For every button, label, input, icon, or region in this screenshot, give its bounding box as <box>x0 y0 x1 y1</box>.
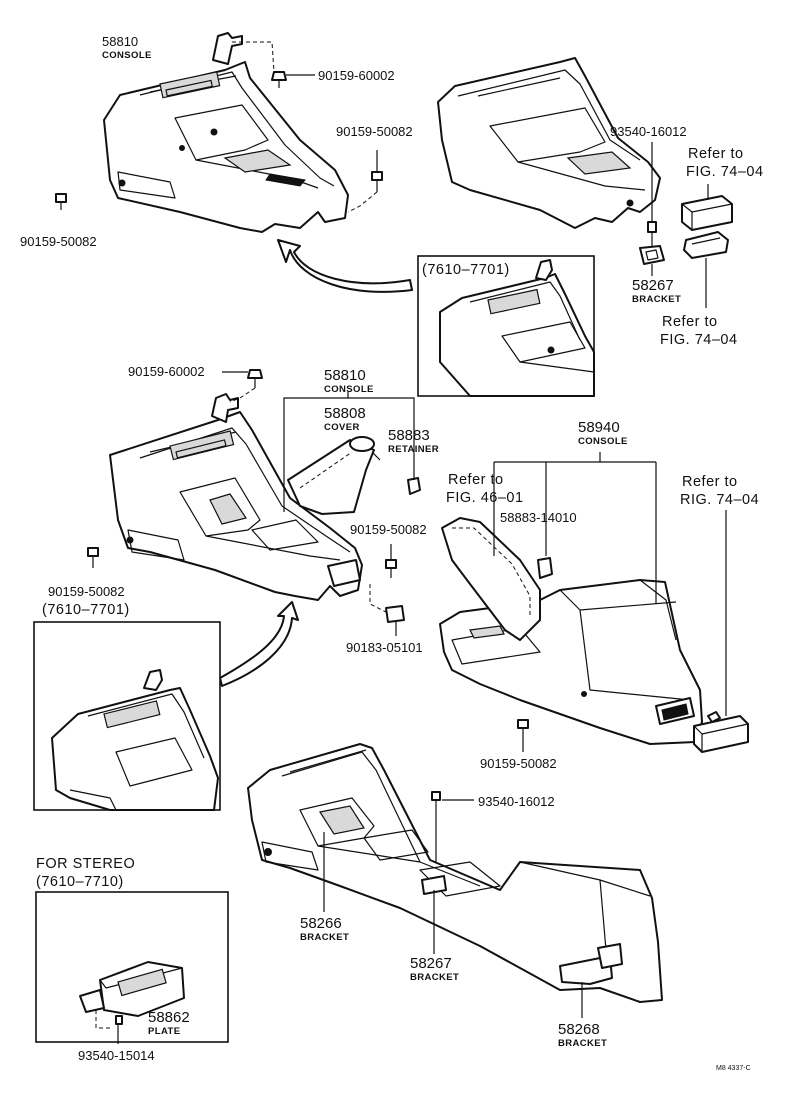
label-screw-90159-60002-a: 90159-60002 <box>318 68 395 83</box>
label-screw-90159-60002-b: 90159-60002 <box>128 364 205 379</box>
shift-boot-58808 <box>287 436 381 515</box>
label-bolt-93540-16012-a: 93540-16012 <box>610 124 687 139</box>
screw-90159-50082-d <box>385 544 397 578</box>
label-retainer-pn: 58883 <box>388 427 430 444</box>
label-refer-rig-2: RIG. 74–04 <box>680 492 759 508</box>
drawing-code: M8 4337-C <box>716 1065 751 1072</box>
screw-90159-60002-b <box>222 369 263 403</box>
label-bracket-58267-a-pn: 58267 <box>632 277 674 294</box>
label-bracket-58268-nm: BRACKET <box>558 1038 607 1049</box>
screw-90159-50082-a <box>347 150 383 213</box>
nut-90183-05101 <box>369 584 405 636</box>
label-refer-rig-1: Refer to <box>682 474 738 490</box>
screw-90159-50082-c <box>87 547 99 568</box>
label-bracket-58267-a-nm: BRACKET <box>632 294 681 305</box>
label-screw-90159-50082-c: 90159-50082 <box>48 584 125 599</box>
inset-for-stereo <box>35 891 229 1043</box>
label-bracket-58267-b-pn: 58267 <box>410 955 452 972</box>
label-plate-58862-pn: 58862 <box>148 1009 190 1026</box>
console-58940 <box>439 579 703 745</box>
arrow-to-inset-a <box>277 239 413 293</box>
console-top-right <box>437 57 661 229</box>
label-console-a-nm: CONSOLE <box>102 50 152 61</box>
bolt-93540-16012-bottom <box>431 791 474 862</box>
label-retainer-nm: RETAINER <box>388 444 439 455</box>
label-refer-7404-a-1: Refer to <box>688 146 744 162</box>
label-bracket-58267-b-nm: BRACKET <box>410 972 459 983</box>
label-stereo-1: FOR STEREO <box>36 856 135 872</box>
label-nut-90183-05101: 90183-05101 <box>346 640 423 655</box>
console-lid-refer-46-01 <box>441 517 541 641</box>
screw-90159-50082-e <box>517 719 529 752</box>
label-screw-90159-50082-e: 90159-50082 <box>480 756 557 771</box>
label-console-c-pn: 58940 <box>578 419 620 436</box>
bolt-93540-16012-top <box>647 142 657 246</box>
label-refer-4601-2: FIG. 46–01 <box>446 490 524 506</box>
console-58810-top <box>103 32 349 233</box>
inset-7610-7701-bottom <box>33 621 221 811</box>
label-bracket-58266-pn: 58266 <box>300 915 342 932</box>
label-console-c-nm: CONSOLE <box>578 436 628 447</box>
label-refer-7404-b-1: Refer to <box>662 314 718 330</box>
console-58810-middle <box>109 393 363 601</box>
stereo-unit-top-right <box>681 195 733 308</box>
label-console-b-pn: 58810 <box>324 367 366 384</box>
group-bracket-58810-mid <box>283 397 415 512</box>
label-console-a-pn: 58810 <box>102 34 138 49</box>
stereo-unit-right <box>693 704 749 753</box>
label-screw-90159-50082-b: 90159-50082 <box>20 234 97 249</box>
label-screw-93540-15014: 93540-15014 <box>78 1048 155 1063</box>
label-cover-nm: COVER <box>324 422 360 433</box>
label-stereo-2: (7610–7710) <box>36 874 124 890</box>
label-clip-58883-14010: 58883-14010 <box>500 510 577 525</box>
bracket-58267-top <box>639 245 665 265</box>
label-cover-pn: 58808 <box>324 405 366 422</box>
console-bottom-assembly <box>247 743 663 1003</box>
label-range-7610-7701-a: (7610–7701) <box>422 262 510 278</box>
screw-90159-60002-a <box>232 41 315 88</box>
label-bolt-93540-16012-b: 93540-16012 <box>478 794 555 809</box>
label-bracket-58266-nm: BRACKET <box>300 932 349 943</box>
label-screw-90159-50082-d: 90159-50082 <box>350 522 427 537</box>
label-refer-7404-a-2: FIG. 74–04 <box>686 164 764 180</box>
label-plate-58862-nm: PLATE <box>148 1026 180 1037</box>
label-refer-7404-b-2: FIG. 74–04 <box>660 332 738 348</box>
arrow-to-inset-b <box>219 601 299 687</box>
retainer-58883 <box>407 477 421 495</box>
screw-90159-50082-b <box>55 193 67 210</box>
label-bracket-58268-pn: 58268 <box>558 1021 600 1038</box>
label-console-b-nm: CONSOLE <box>324 384 374 395</box>
label-screw-90159-50082-a: 90159-50082 <box>336 124 413 139</box>
inset-7610-7701-top <box>417 255 595 397</box>
label-range-7610-7701-b: (7610–7701) <box>42 602 130 618</box>
label-refer-4601-1: Refer to <box>448 472 504 488</box>
clip-58883-14010 <box>537 557 553 579</box>
